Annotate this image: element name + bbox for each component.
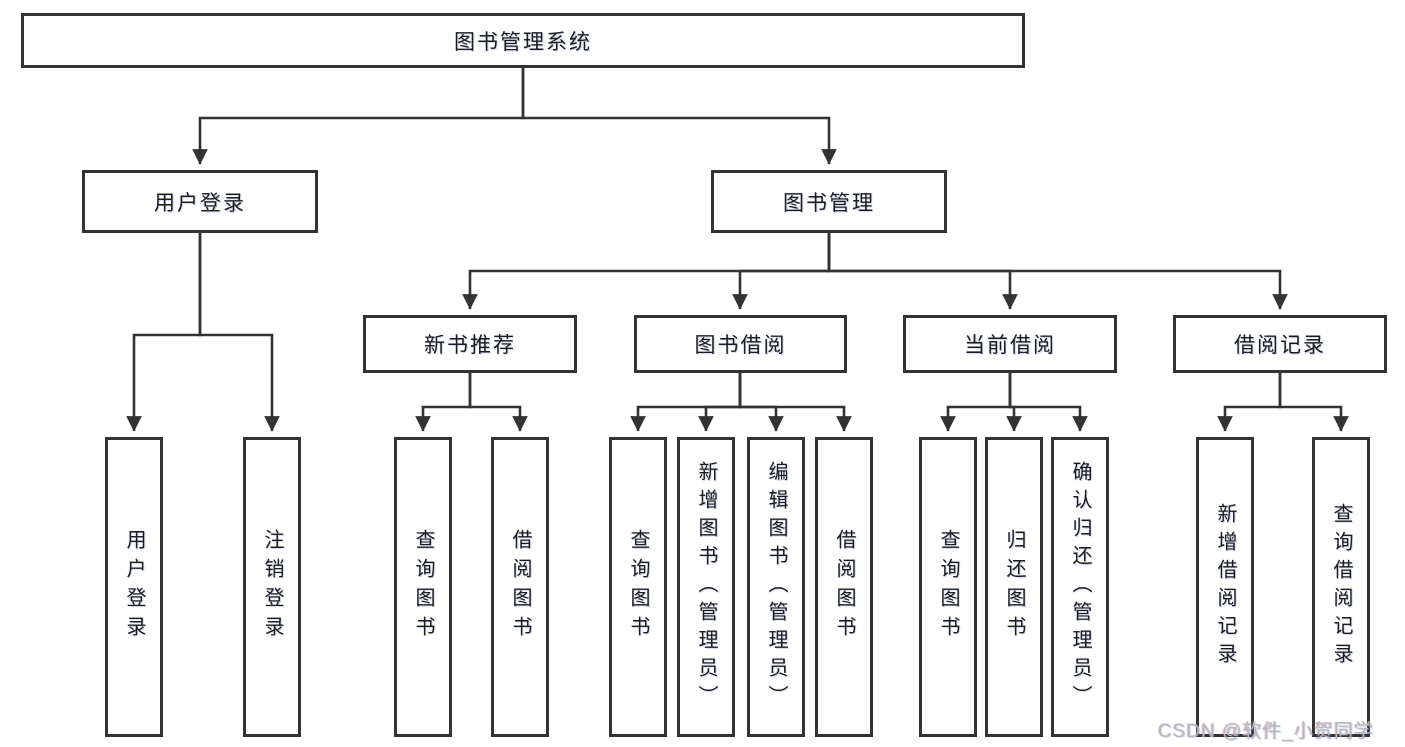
connector-path [940,373,1012,432]
connector-path [521,68,837,165]
leaf-query-books-3: 查询图书 [919,437,977,737]
connector-path [738,373,852,432]
connector-path [698,373,742,432]
leaf-confirm-return-admin: 确认归还（管理员） [1051,437,1109,737]
node-book-borrow: 图书借阅 [634,315,847,373]
node-current-borrow: 当前借阅 [903,315,1117,373]
connector-path [732,233,831,310]
connector-path [827,233,1288,310]
connector-path [1217,373,1282,432]
leaf-query-borrow-record: 查询借阅记录 [1312,437,1370,737]
node-book-management: 图书管理 [711,170,947,233]
connector-path [126,233,202,432]
connector-path [198,233,280,432]
connector-path [415,373,472,432]
leaf-borrow-books-1: 借阅图书 [491,437,549,737]
node-root-system: 图书管理系统 [21,13,1025,68]
leaf-borrow-books-2: 借阅图书 [815,437,873,737]
leaf-add-books-admin: 新增图书（管理员） [677,437,735,737]
leaf-query-books-1: 查询图书 [394,437,452,737]
leaf-return-books: 归还图书 [985,437,1043,737]
connector-path [630,373,742,432]
node-new-book-recommend: 新书推荐 [363,315,577,373]
watermark-text: CSDN @软件_小贺同学 [1158,721,1374,742]
leaf-edit-books-admin: 编辑图书（管理员） [747,437,805,737]
leaf-user-login: 用户登录 [105,437,163,737]
node-user-login: 用户登录 [82,170,318,233]
connector-path [738,373,784,432]
connector-path [1278,373,1349,432]
leaf-add-borrow-record: 新增借阅记录 [1196,437,1254,737]
connector-path [192,68,525,165]
connector-path [468,373,528,432]
leaf-query-books-2: 查询图书 [609,437,667,737]
leaf-logout: 注销登录 [243,437,301,737]
connector-path [1008,373,1088,432]
node-borrow-records: 借阅记录 [1173,315,1387,373]
